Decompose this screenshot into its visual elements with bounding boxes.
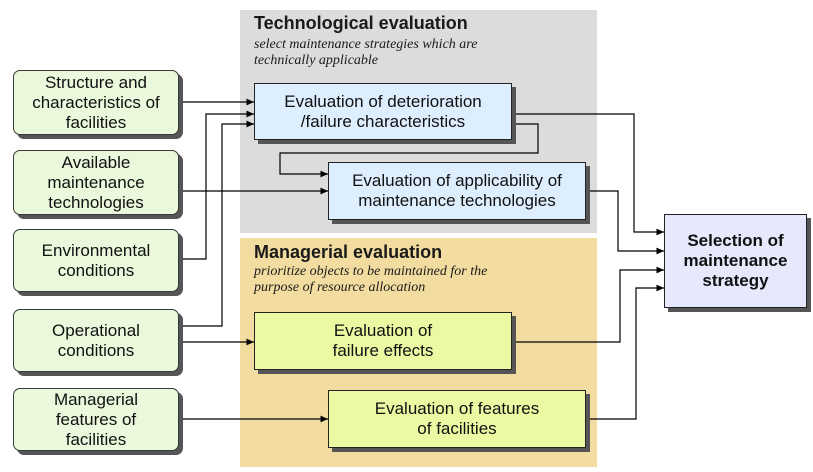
managerial-subtitle-line-1: prioritize objects to be maintained for … (254, 264, 488, 279)
input-available-technologies: Available maintenance technologies (13, 150, 179, 215)
process-deterioration-line-2: /failure characteristics (300, 111, 466, 131)
process-effects-line-1: Evaluation of (333, 321, 433, 340)
process-applicability-line-1: Evaluation of applicability of (352, 171, 562, 190)
input-technologies-line-3: technologies (48, 192, 144, 212)
input-operational-line-2: conditions (57, 340, 135, 360)
managerial-subtitle-line-2: purpose of resource allocation (254, 280, 426, 295)
managerial-panel-title: Managerial evaluation (254, 242, 443, 262)
input-structure-line-1: Structure and (44, 72, 148, 92)
arrow-features-to-output (586, 284, 664, 420)
output-line-2: maintenance (683, 251, 788, 270)
process-features-line-1: Evaluation of features (374, 399, 540, 418)
input-structure-line-2: characteristics of (32, 92, 160, 112)
input-operational-line-1: Operational (52, 320, 140, 340)
input-technologies-line-1: Available (61, 152, 131, 172)
input-environment-line-1: Environmental (41, 240, 151, 260)
process-effects-line-2: failure effects (332, 341, 434, 360)
process-deterioration-evaluation: Evaluation of deterioration /failure cha… (254, 83, 512, 140)
technological-subtitle-line-2: technically applicable (254, 53, 379, 68)
technological-subtitle-line-1: select maintenance strategies which are (254, 37, 478, 52)
output-selection-of-strategy: Selection of maintenance strategy (664, 214, 807, 308)
arrow-operational-to-deterioration (180, 120, 254, 327)
process-applicability-evaluation: Evaluation of applicability of maintenan… (328, 162, 586, 220)
arrow-deterioration-to-output (512, 113, 664, 236)
input-managerial-features: Managerial features of facilities (13, 388, 179, 451)
output-line-1: Selection of (687, 231, 784, 250)
arrow-applicability-to-output (586, 190, 664, 255)
input-managerial-line-3: facilities (65, 429, 127, 449)
managerial-panel-subtitle: prioritize objects to be maintained for … (254, 264, 594, 296)
process-failure-effects-evaluation: Evaluation of failure effects (254, 312, 512, 370)
input-environmental-conditions: Environmental conditions (13, 229, 179, 292)
technological-panel-title: Technological evaluation (254, 13, 468, 33)
process-deterioration-line-1: Evaluation of deterioration (284, 91, 482, 111)
input-environment-line-2: conditions (57, 260, 135, 280)
arrow-environment-to-deterioration (180, 110, 254, 260)
process-applicability-line-2: maintenance technologies (358, 191, 556, 210)
arrow-deterioration-to-applicability (279, 123, 539, 178)
input-managerial-line-1: Managerial (53, 389, 139, 409)
arrow-effects-to-output (512, 266, 664, 343)
input-technologies-line-2: maintenance (47, 172, 145, 192)
process-features-evaluation: Evaluation of features of facilities (328, 390, 586, 448)
input-structure-line-3: facilities (65, 112, 127, 132)
technological-panel-subtitle: select maintenance strategies which are … (254, 37, 594, 69)
input-operational-conditions: Operational conditions (13, 309, 179, 372)
input-structure-characteristics: Structure and characteristics of facilit… (13, 70, 179, 135)
output-line-3: strategy (702, 271, 769, 290)
input-managerial-line-2: features of (55, 409, 137, 429)
process-features-line-2: of facilities (417, 419, 497, 438)
